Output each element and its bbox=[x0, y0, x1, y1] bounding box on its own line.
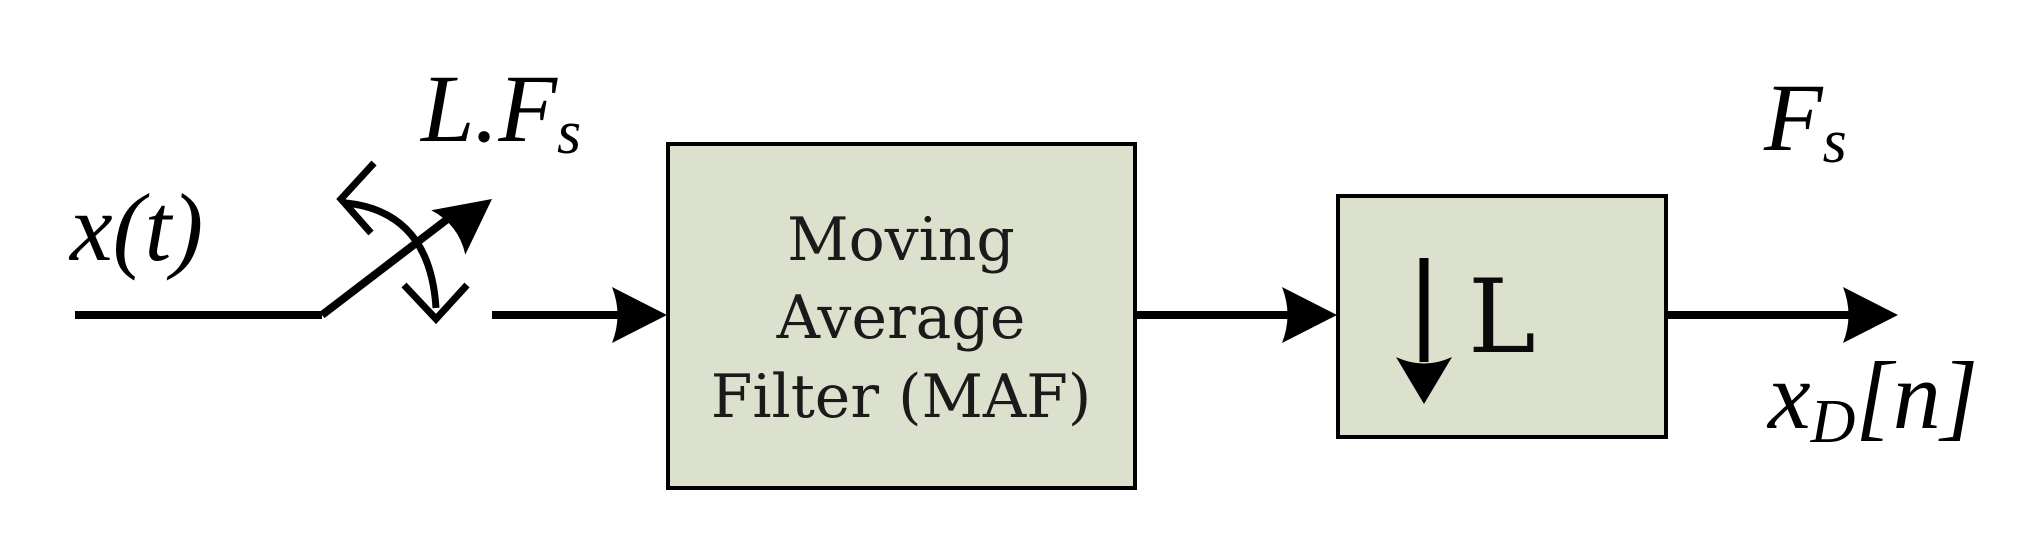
sampler-rate-main: L.F bbox=[419, 55, 558, 162]
arc-lower-arrowhead-icon bbox=[401, 282, 470, 325]
output-rate-main: F bbox=[1763, 64, 1824, 171]
output-signal-rest: [n] bbox=[1855, 342, 1978, 449]
output-signal-label: xD[n] bbox=[1766, 342, 1978, 456]
maf-label-line3: Filter (MAF) bbox=[711, 362, 1092, 432]
maf-label-line2: Average bbox=[776, 283, 1026, 353]
down-arrow-icon bbox=[1396, 357, 1452, 404]
arc-upper-arrowhead-icon bbox=[336, 160, 377, 236]
output-rate-subscript: s bbox=[1823, 108, 1847, 176]
maf-input-arrowhead-icon bbox=[612, 287, 667, 343]
maf-label-line1: Moving bbox=[787, 205, 1015, 275]
output-arrowhead-icon bbox=[1843, 287, 1898, 343]
downsampler-factor-label: L bbox=[1468, 258, 1536, 377]
output-rate-label: Fs bbox=[1763, 64, 1847, 176]
output-signal-main: x bbox=[1766, 342, 1811, 449]
output-signal-subscript: D bbox=[1810, 388, 1856, 456]
downsampler-block bbox=[1336, 194, 1668, 439]
downsampler-input-arrowhead-icon bbox=[1282, 287, 1337, 343]
maf-block bbox=[666, 142, 1137, 490]
input-signal-label: x(t) bbox=[68, 174, 203, 281]
switch-arm-arrowhead-icon bbox=[431, 199, 492, 255]
switch-toggle-arc bbox=[345, 199, 440, 309]
sampler-rate-subscript: s bbox=[557, 99, 581, 167]
sampler-switch-arm bbox=[319, 207, 461, 319]
sampler-rate-label: L.Fs bbox=[419, 55, 581, 167]
